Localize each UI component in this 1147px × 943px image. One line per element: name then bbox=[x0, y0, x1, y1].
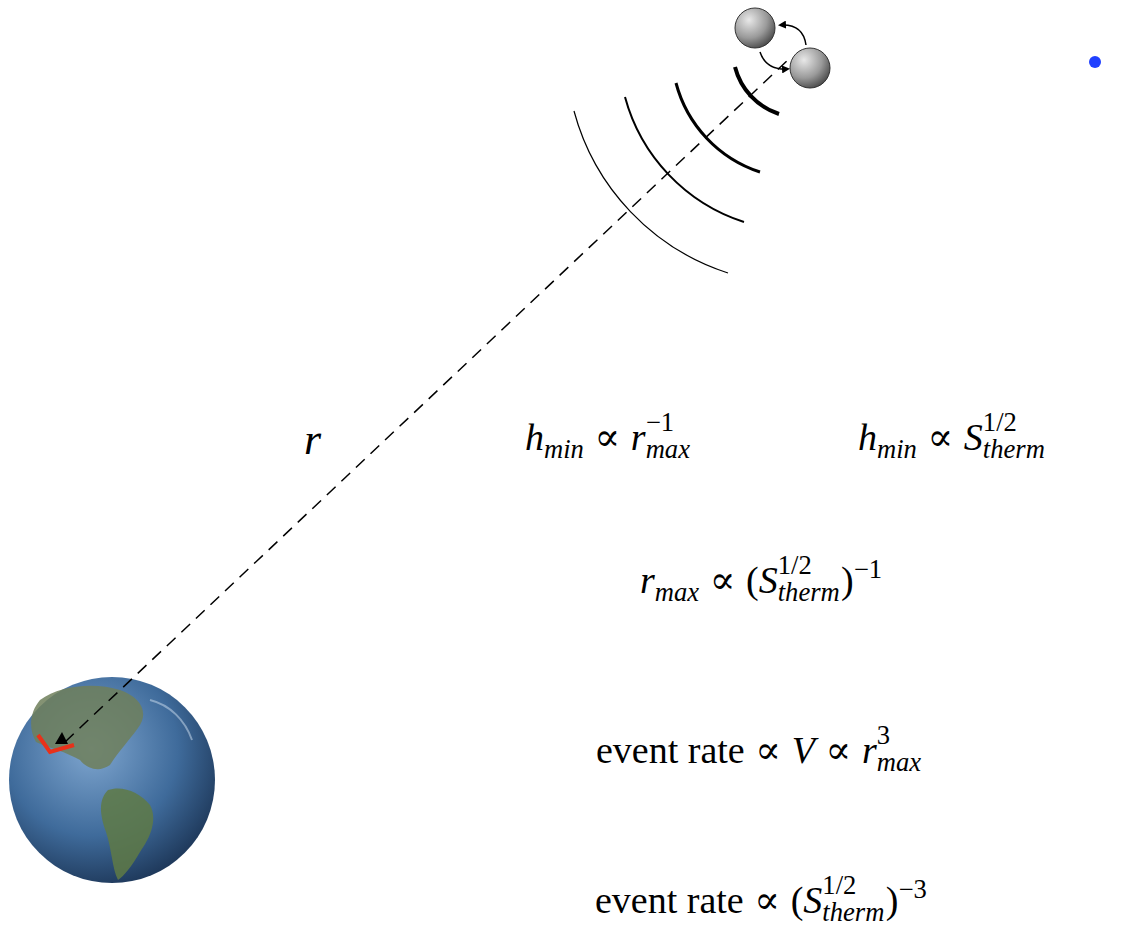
distance-label: r bbox=[304, 418, 321, 462]
script-stack: 1/2therm bbox=[778, 552, 840, 605]
formula: event rate∝ (S1/2therm)−3 bbox=[595, 872, 927, 925]
subscript: therm bbox=[983, 436, 1045, 463]
math-symbol: ∝ bbox=[928, 416, 954, 458]
math-term: S bbox=[759, 559, 778, 601]
math-term: ) bbox=[886, 879, 899, 921]
formula: hmin ∝S1/2therm bbox=[858, 409, 1046, 466]
subscript: min bbox=[544, 434, 584, 464]
math-term: r bbox=[862, 729, 877, 771]
earth bbox=[9, 677, 215, 883]
math-term: event rate bbox=[596, 729, 745, 771]
subscript: min bbox=[877, 434, 917, 464]
formula: hmin ∝r−1max bbox=[525, 409, 691, 466]
subscript: therm bbox=[778, 579, 840, 606]
subscript: max bbox=[655, 577, 699, 607]
formula: event rate∝V∝r3max bbox=[596, 722, 922, 775]
math-symbol: ∝ bbox=[755, 729, 781, 771]
sight-line bbox=[65, 58, 790, 742]
math-symbol: ∝ bbox=[710, 559, 736, 601]
wave-fronts bbox=[574, 67, 779, 273]
math-symbol: ∝ bbox=[826, 729, 852, 771]
math-symbol: ∝ bbox=[754, 879, 780, 921]
math-term: event rate bbox=[595, 879, 744, 921]
math-term: ( bbox=[791, 879, 804, 921]
math-term: ) bbox=[841, 559, 854, 601]
script-stack: 1/2therm bbox=[983, 409, 1045, 462]
math-term: h bbox=[858, 416, 877, 458]
superscript: −1 bbox=[646, 409, 690, 436]
math-term: h bbox=[525, 416, 544, 458]
subscript: therm bbox=[822, 899, 884, 926]
superscript: 1/2 bbox=[778, 552, 840, 579]
script-stack: 3max bbox=[877, 722, 921, 775]
formula: rmax ∝(S1/2therm)−1 bbox=[640, 552, 882, 609]
bullet-dot bbox=[1089, 56, 1101, 68]
math-term: S bbox=[964, 416, 983, 458]
script-stack: −1max bbox=[646, 409, 690, 462]
script-stack: 1/2therm bbox=[822, 872, 884, 925]
math-term: S bbox=[803, 879, 822, 921]
math-symbol: ∝ bbox=[595, 416, 621, 458]
math-term: V bbox=[792, 729, 815, 771]
superscript: 1/2 bbox=[983, 409, 1045, 436]
superscript: 3 bbox=[877, 722, 921, 749]
math-term: r bbox=[631, 416, 646, 458]
binary-stars bbox=[735, 8, 830, 88]
math-term: r bbox=[640, 559, 655, 601]
superscript: −1 bbox=[854, 554, 882, 584]
subscript: max bbox=[877, 749, 921, 776]
math-term: ( bbox=[746, 559, 759, 601]
superscript: 1/2 bbox=[822, 872, 884, 899]
subscript: max bbox=[646, 436, 690, 463]
superscript: −3 bbox=[898, 874, 926, 904]
